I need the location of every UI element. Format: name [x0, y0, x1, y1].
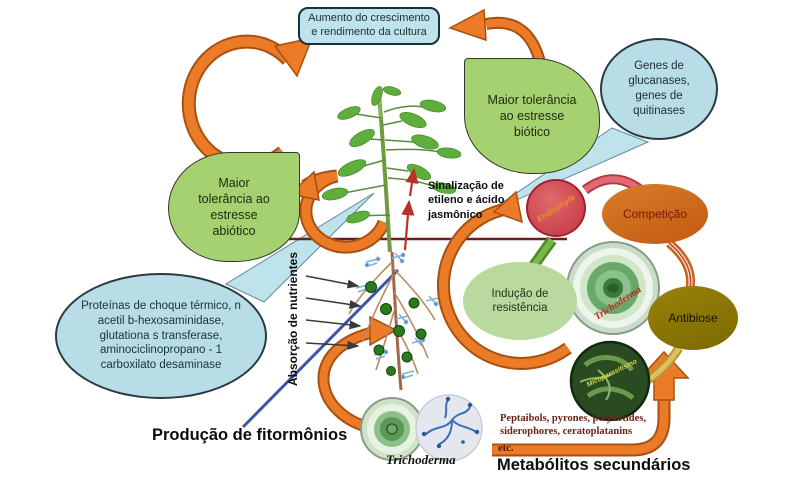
resistance-callout: Indução de resistência: [463, 262, 577, 340]
competition-antibiosis-arc: [666, 239, 696, 289]
growth-arrow-icon: [181, 34, 314, 173]
proteins-callout: Proteínas de choque térmico, n acetil b-…: [55, 273, 267, 399]
abiotic-tolerance-callout: Maior tolerância ao estresse abiótico: [168, 152, 300, 262]
secondary-metabolites-label: Metabólitos secundários: [497, 456, 691, 474]
plant-illustration: [321, 86, 462, 391]
phytohormones-pointer-line: [241, 268, 400, 429]
signaling-label: Sinalização de etileno e ácido jasmônico: [428, 180, 505, 221]
nutrient-arrows-icon: [305, 275, 362, 350]
proteins-callout-text: Proteínas de choque térmico, n acetil b-…: [81, 299, 241, 372]
genes-callout-text: Genes de glucanases, genes de quitinases: [628, 60, 690, 117]
antibiosis-node: Antibiose: [648, 286, 738, 350]
resistance-arc-arrow-icon: [436, 190, 572, 370]
trichoderma-caption: Trichoderma: [386, 452, 456, 467]
competition-node: Competição: [602, 184, 708, 244]
competition-label: Competição: [622, 207, 688, 221]
metabolite-list-label: Peptaibols, pyrones, polyketides, sidero…: [500, 413, 646, 438]
biotic-to-growth-arrow-icon: [448, 8, 546, 64]
hyphae-clusters-icon: [355, 252, 439, 380]
antibiosis-label: Antibiose: [668, 311, 718, 325]
resistance-callout-text: Indução de resistência: [491, 287, 549, 314]
nutrient-absorption-label: Absorção de nutrientes: [286, 251, 300, 387]
signaling-up-arrows-icon: [401, 167, 419, 251]
etc-label: etc.: [498, 443, 514, 454]
biotic-tolerance-text: Maior tolerância ao estresse biótico: [487, 92, 577, 140]
endophyte-label: Endophyte: [534, 191, 578, 225]
microscopy-hyphae-image: [415, 394, 483, 462]
trichoderma-dish-image: [566, 241, 660, 335]
mycoparasitism-image: [569, 340, 651, 422]
root-nodules-icon: [365, 281, 427, 376]
growth-callout-text: Aumento do crescimento e rendimento da c…: [308, 12, 430, 38]
abiotic-tolerance-text: Maior tolerância ao estresse abiótico: [198, 175, 270, 239]
phytohormones-label: Produção de fitormônios: [152, 426, 348, 444]
biotic-tolerance-callout: Maior tolerância ao estresse biótico: [464, 58, 600, 174]
abiotic-arrow-icon: [288, 169, 391, 254]
growth-callout: Aumento do crescimento e rendimento da c…: [298, 7, 440, 45]
genes-callout: Genes de glucanases, genes de quitinases: [600, 38, 718, 140]
endophyte-node: Endophyte: [526, 179, 586, 237]
bottom-dish-image: [360, 397, 424, 461]
